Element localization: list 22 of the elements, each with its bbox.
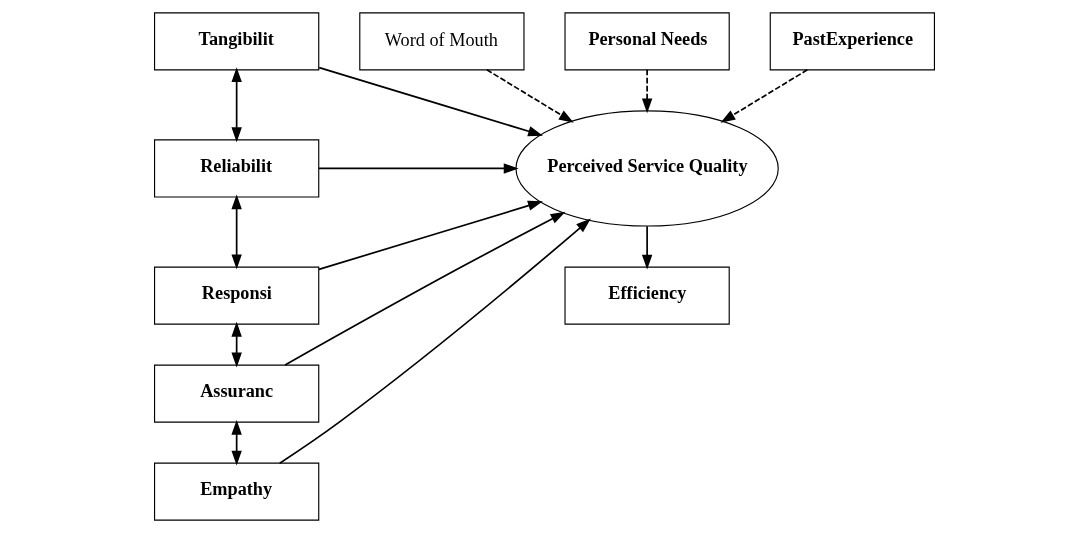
arrow <box>317 66 543 137</box>
arrow <box>278 218 591 465</box>
arrow <box>641 69 652 114</box>
node-box: Word of Mouth <box>358 12 525 71</box>
arrow <box>230 67 242 143</box>
arrow <box>641 225 652 270</box>
arrow <box>720 69 808 123</box>
arrow <box>317 163 519 174</box>
node-box: Responsi <box>153 266 319 325</box>
arrow <box>485 69 574 123</box>
node-box: Assuranc <box>153 364 319 423</box>
node-box: Efficiency <box>563 266 730 325</box>
arrow <box>230 419 242 466</box>
node-box: PastExperience <box>769 12 935 71</box>
node-box: Tangibilit <box>153 12 319 71</box>
arrow <box>230 194 242 270</box>
arrow <box>317 200 543 271</box>
node-box: Empathy <box>153 462 319 521</box>
arrow <box>283 211 565 366</box>
arrow <box>230 321 242 368</box>
node-box: Reliabilit <box>153 139 319 198</box>
node-box: Personal Needs <box>563 12 730 71</box>
